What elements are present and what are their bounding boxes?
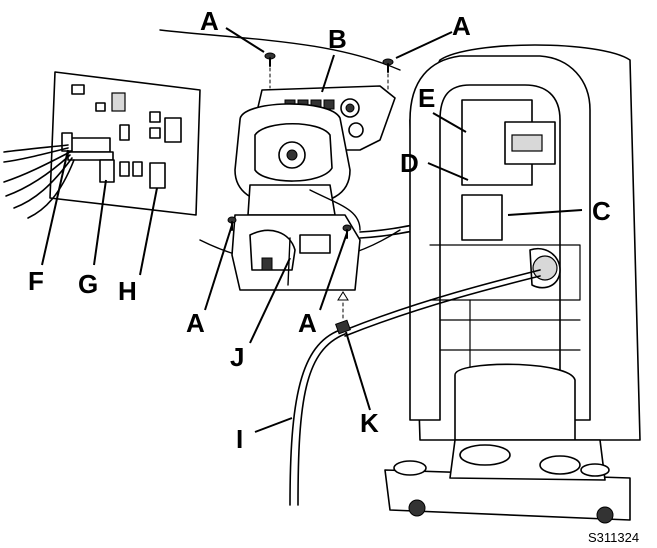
- wire-harness: [3, 144, 75, 219]
- callout-j: J: [230, 342, 244, 372]
- callout-d: D: [400, 148, 419, 178]
- hose-run-2: [344, 275, 541, 337]
- leader-b: [321, 54, 335, 93]
- leader-a-top-left: [225, 27, 265, 53]
- hose-run: [344, 269, 541, 331]
- circuit-board: [49, 71, 201, 216]
- screw-top-right: [382, 58, 394, 93]
- detail-bubble-outline: [159, 29, 401, 71]
- callout-i: I: [236, 424, 243, 454]
- callout-h: H: [118, 276, 137, 306]
- hose-fitting: [335, 319, 351, 335]
- leader-f: [41, 149, 69, 266]
- insert-arrow-head: [337, 291, 349, 301]
- callout-b: B: [328, 24, 347, 54]
- leader-a-mid: [319, 232, 348, 311]
- callout-a-top-left: A: [200, 6, 219, 36]
- callout-k: K: [360, 408, 379, 438]
- callout-g: G: [78, 269, 98, 299]
- callout-a-top-right: A: [452, 11, 471, 41]
- hose: [289, 329, 341, 506]
- callout-c: C: [592, 196, 611, 226]
- callout-f: F: [28, 266, 44, 296]
- leader-c: [507, 209, 583, 216]
- screw-top-left: [264, 52, 276, 89]
- leader-g: [93, 179, 107, 266]
- leader-j: [249, 257, 291, 344]
- leader-a-top-right: [395, 31, 453, 59]
- callout-a-mid: A: [298, 308, 317, 338]
- leader-a-left: [204, 224, 233, 311]
- callout-e: E: [418, 83, 435, 113]
- leader-k: [345, 331, 371, 411]
- hose-inner: [297, 333, 346, 506]
- callout-a-left: A: [186, 308, 205, 338]
- machine-frame: [409, 44, 641, 441]
- dial-housing: [234, 103, 361, 231]
- lower-cover: [231, 214, 361, 291]
- scrub-deck: [384, 439, 631, 524]
- leader-i: [254, 417, 293, 433]
- leader-e: [432, 112, 467, 133]
- leader-d: [427, 162, 469, 181]
- leader-h: [139, 187, 158, 276]
- figure-code: S311324: [588, 530, 639, 545]
